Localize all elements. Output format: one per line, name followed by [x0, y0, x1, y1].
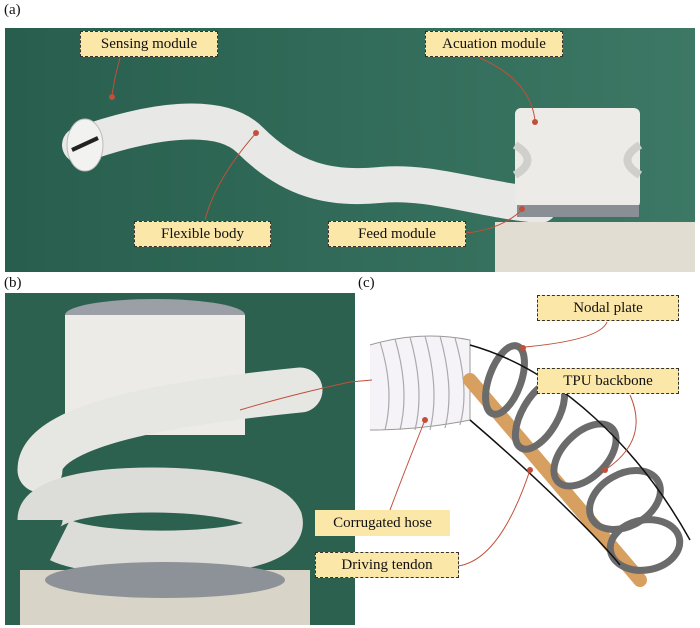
- callout-flexible-body: Flexible body: [134, 221, 271, 247]
- flexible-body: [62, 103, 558, 223]
- callout-driving-tendon: Driving tendon: [315, 552, 459, 578]
- callout-tpu-backbone: TPU backbone: [537, 368, 679, 394]
- drawing-c: [369, 335, 691, 587]
- leader-lines: [109, 57, 637, 567]
- photo-a: [5, 28, 695, 272]
- callout-corrugated-hose: Corrugated hose: [315, 510, 450, 536]
- callout-sensing-module: Sensing module: [80, 31, 218, 57]
- actuation-module: [515, 108, 640, 208]
- callout-nodal-plate: Nodal plate: [537, 295, 679, 321]
- panel-label-a: (a): [4, 2, 21, 18]
- callout-actuation-module: Acuation module: [425, 31, 563, 57]
- panel-label-b: (b): [4, 275, 22, 291]
- photo-b: [5, 293, 355, 625]
- callout-feed-module: Feed module: [328, 221, 466, 247]
- panel-label-c: (c): [358, 275, 375, 291]
